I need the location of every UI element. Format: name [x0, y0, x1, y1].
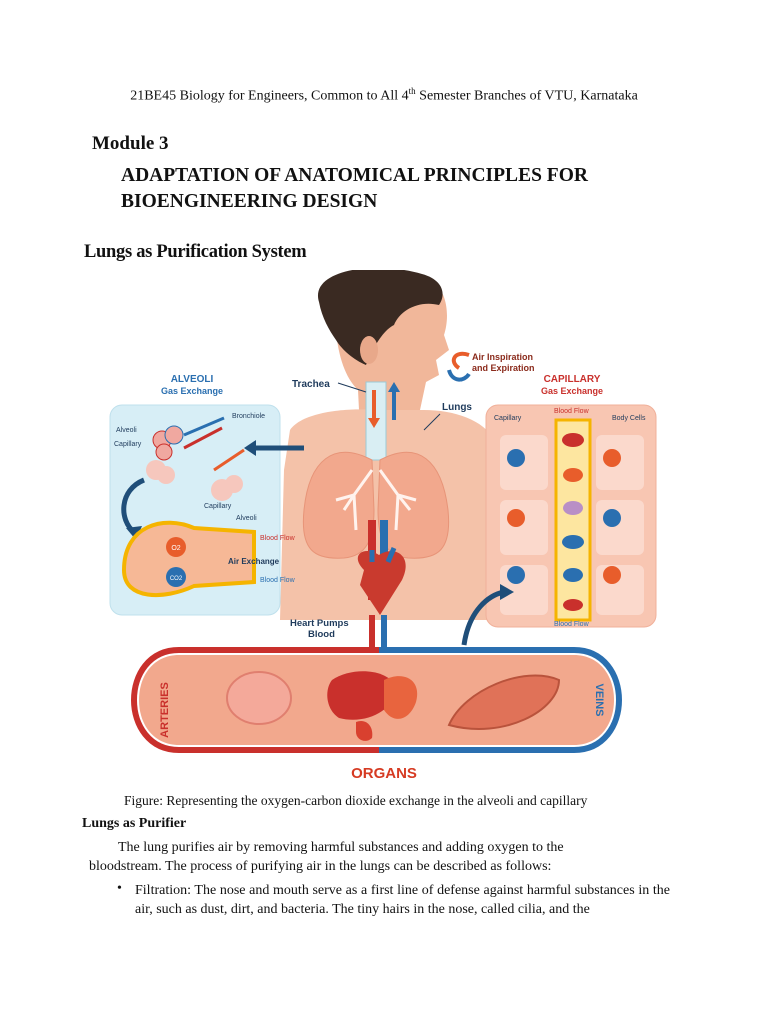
alveoli-title: ALVEOLI — [171, 374, 214, 385]
cap-capillary-label: Capillary — [494, 415, 522, 422]
alveoli-small-label: Alveoli — [116, 427, 137, 434]
o2-badge: O2 — [171, 545, 180, 552]
veins-label: VEINS — [593, 683, 605, 716]
heart-label-2: Blood — [308, 629, 335, 640]
paragraph-line-2: bloodstream. The process of purifying ai… — [89, 859, 552, 874]
blood-flow-label-2: Blood Flow — [260, 577, 296, 584]
alveoli-subtitle: Gas Exchange — [161, 386, 223, 396]
lungs-illustration — [302, 381, 450, 559]
subheading: Lungs as Purifier — [82, 816, 187, 831]
capillary-title: CAPILLARY — [544, 374, 601, 385]
cap-blood-flow-bottom-label: Blood Flow — [554, 621, 590, 628]
heart-illustration — [357, 547, 406, 615]
header-superscript: th — [408, 86, 416, 96]
capillary-label-2: Capillary — [204, 503, 232, 510]
heart-label-1: Heart Pumps — [290, 618, 349, 629]
bullet-text: Filtration: The nose and mouth serve as … — [135, 883, 670, 917]
bronchiole-label: Bronchiole — [232, 413, 265, 420]
page-header: 21BE45 Biology for Engineers, Common to … — [0, 86, 768, 105]
alveoli-panel: ALVEOLI Gas Exchange Alveoli Capillary B… — [109, 374, 296, 616]
co2-badge: CO2 — [170, 576, 183, 582]
figure-caption: Figure: Representing the oxygen-carbon d… — [124, 793, 588, 808]
organs-label: ORGANS — [351, 765, 417, 782]
module-heading: Module 3 — [92, 133, 169, 154]
capillary-small-label: Capillary — [114, 441, 142, 448]
cap-blood-flow-label: Blood Flow — [554, 408, 590, 415]
bullet-marker: • — [117, 881, 122, 896]
circulation-loop — [130, 615, 623, 753]
header-rest-text: Semester Branches of VTU, Karnataka — [415, 88, 638, 104]
blood-flow-label: Blood Flow — [260, 535, 296, 542]
module-title: ADAPTATION OF ANATOMICAL PRINCIPLES FOR … — [121, 165, 588, 212]
air-exchange-label: Air Exchange — [228, 557, 280, 566]
capillary-subtitle: Gas Exchange — [541, 386, 603, 396]
trachea-label: Trachea — [292, 379, 330, 390]
arteries-label: ARTERIES — [159, 682, 171, 738]
respiratory-figure: Trachea Lungs Air Inspiration and Expira… — [104, 267, 664, 790]
header-course-text: 21BE45 Biology for Engineers, Common to … — [130, 88, 409, 104]
lungs-label: Lungs — [442, 402, 472, 413]
capillary-panel: CAPILLARY Gas Exchange Capillary Blood F… — [485, 374, 657, 628]
air-label-1: Air Inspiration — [472, 352, 533, 362]
alveoli-label-2: Alveoli — [236, 515, 257, 522]
paragraph-line-1: The lung purifies air by removing harmfu… — [118, 840, 564, 855]
body-cells-label: Body Cells — [612, 415, 646, 422]
section-heading: Lungs as Purification System — [84, 242, 307, 262]
air-label-2: and Expiration — [472, 363, 535, 373]
